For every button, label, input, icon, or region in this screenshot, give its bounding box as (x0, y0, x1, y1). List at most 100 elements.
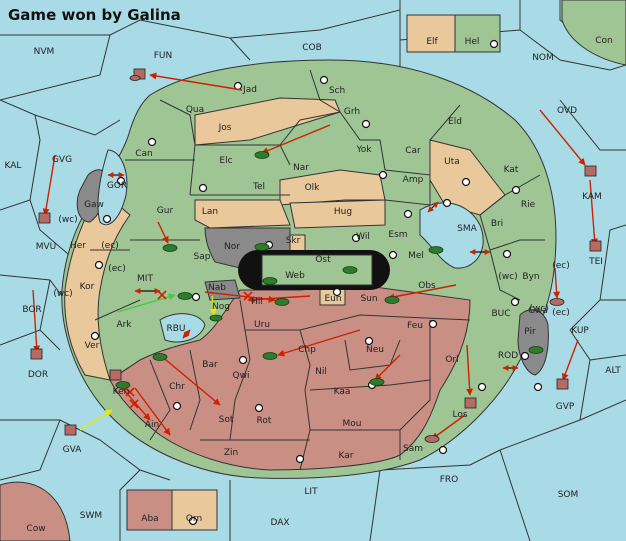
province-label: Obs (418, 281, 436, 291)
province-label: Qwi (233, 371, 250, 381)
supply-centers (90, 39, 543, 526)
fleet-unit[interactable] (38, 212, 51, 224)
province-label: Orn (186, 514, 202, 524)
province-label: Zin (224, 448, 238, 458)
sea-region-label: (ec) (101, 241, 119, 251)
fleet-unit[interactable] (556, 378, 569, 390)
sea-region-label: SMA (457, 224, 477, 234)
province-label: Neu (366, 345, 384, 355)
sea-region-label: GOR (107, 181, 127, 191)
sea-region-label: ROD (498, 351, 518, 361)
sea-region-label: NOM (532, 53, 554, 63)
army-unit[interactable] (262, 277, 278, 285)
province-label: Jos (218, 123, 232, 133)
army-unit[interactable] (254, 243, 270, 251)
province-label: Hil (251, 297, 263, 307)
province-label: Gwa (528, 306, 548, 316)
province-label: Mel (408, 251, 424, 261)
fleet-unit[interactable] (549, 298, 565, 306)
province-label: Car (405, 146, 421, 156)
island-elf (406, 14, 456, 53)
sea-region-label: NVM (34, 47, 55, 57)
province-label: Olk (305, 183, 321, 193)
province-label: Web (285, 271, 305, 281)
army-unit[interactable] (262, 352, 278, 360)
army-unit[interactable] (209, 314, 223, 322)
army-unit[interactable] (369, 378, 385, 386)
lake-gor (97, 149, 128, 226)
sea-region-label: TEI (588, 257, 603, 267)
army-unit[interactable] (162, 244, 178, 252)
army-unit[interactable] (384, 296, 400, 304)
province-label: Ark (116, 320, 132, 330)
tan-region-lan (194, 199, 291, 229)
fleet-units[interactable] (30, 68, 602, 443)
fleet-unit[interactable] (464, 397, 477, 409)
province-label: Uta (444, 157, 460, 167)
province-label: Nor (224, 242, 240, 252)
army-unit[interactable] (115, 381, 131, 389)
sea-region-label: KAM (582, 192, 602, 202)
central-web-ost (261, 254, 373, 286)
army-unit[interactable] (274, 298, 290, 306)
fleet-unit[interactable] (64, 424, 77, 436)
army-unit[interactable] (528, 346, 544, 354)
sea-region-label: (wc) (498, 272, 517, 282)
province-label: Ken (113, 387, 130, 397)
province-label: Chr (169, 382, 185, 392)
province-label: Uru (254, 320, 270, 330)
sea-region-label: FUN (154, 51, 173, 61)
province-label: Byn (522, 272, 539, 282)
province-label: Feu (407, 321, 423, 331)
order-arrows (32, 72, 599, 440)
province-label: Nar (293, 163, 309, 173)
sea-region-label: Con (595, 36, 613, 46)
army-unit[interactable] (254, 151, 270, 159)
province-label: Pir (524, 327, 536, 337)
tan-region-hug (289, 199, 386, 229)
province-label: Sam (403, 444, 423, 454)
province-label: Sap (194, 252, 211, 262)
fleet-unit[interactable] (584, 165, 597, 177)
sea-region-label: LIT (304, 487, 318, 497)
coast-arrows (107, 172, 519, 371)
sea-region-label: KUP (571, 326, 589, 336)
army-unit[interactable] (342, 266, 358, 274)
fleet-unit[interactable] (589, 240, 602, 252)
sea-region-label: (wc) (58, 215, 77, 225)
province-borders (90, 69, 545, 471)
sea-region-label: GVP (556, 402, 575, 412)
sea-region-label: (ec) (108, 264, 126, 274)
province-label: Rie (521, 200, 536, 210)
fleet-unit[interactable] (424, 435, 440, 443)
fleet-unit[interactable] (30, 348, 43, 360)
province-label: Elc (219, 156, 232, 166)
province-label: Elf (426, 37, 438, 47)
fleet-unit[interactable] (129, 75, 141, 81)
sea-region-label: DAX (270, 518, 289, 528)
province-label: Los (452, 410, 467, 420)
sea-region-label: RBU (166, 324, 185, 334)
army-unit[interactable] (152, 353, 168, 361)
province-label: Chp (298, 345, 316, 355)
army-units[interactable] (115, 151, 544, 389)
province-label: Tel (252, 182, 265, 192)
province-label: Eld (448, 117, 462, 127)
province-label: Hel (465, 37, 480, 47)
red-region (109, 284, 471, 471)
province-label: Amp (403, 175, 424, 185)
province-label: Bar (202, 360, 218, 370)
lake-rbu (159, 313, 206, 343)
province-label: Qua (186, 105, 204, 115)
army-unit[interactable] (177, 292, 193, 300)
sea-region-label: BUC (491, 309, 510, 319)
province-label: Wil (356, 232, 370, 242)
province-label: Eun (324, 294, 341, 304)
sea-region-label: Cow (26, 524, 45, 534)
fleet-unit[interactable] (109, 369, 122, 381)
army-unit[interactable] (428, 246, 444, 254)
sea-region-label: (wc) (53, 289, 72, 299)
province-label: Kaa (334, 387, 351, 397)
